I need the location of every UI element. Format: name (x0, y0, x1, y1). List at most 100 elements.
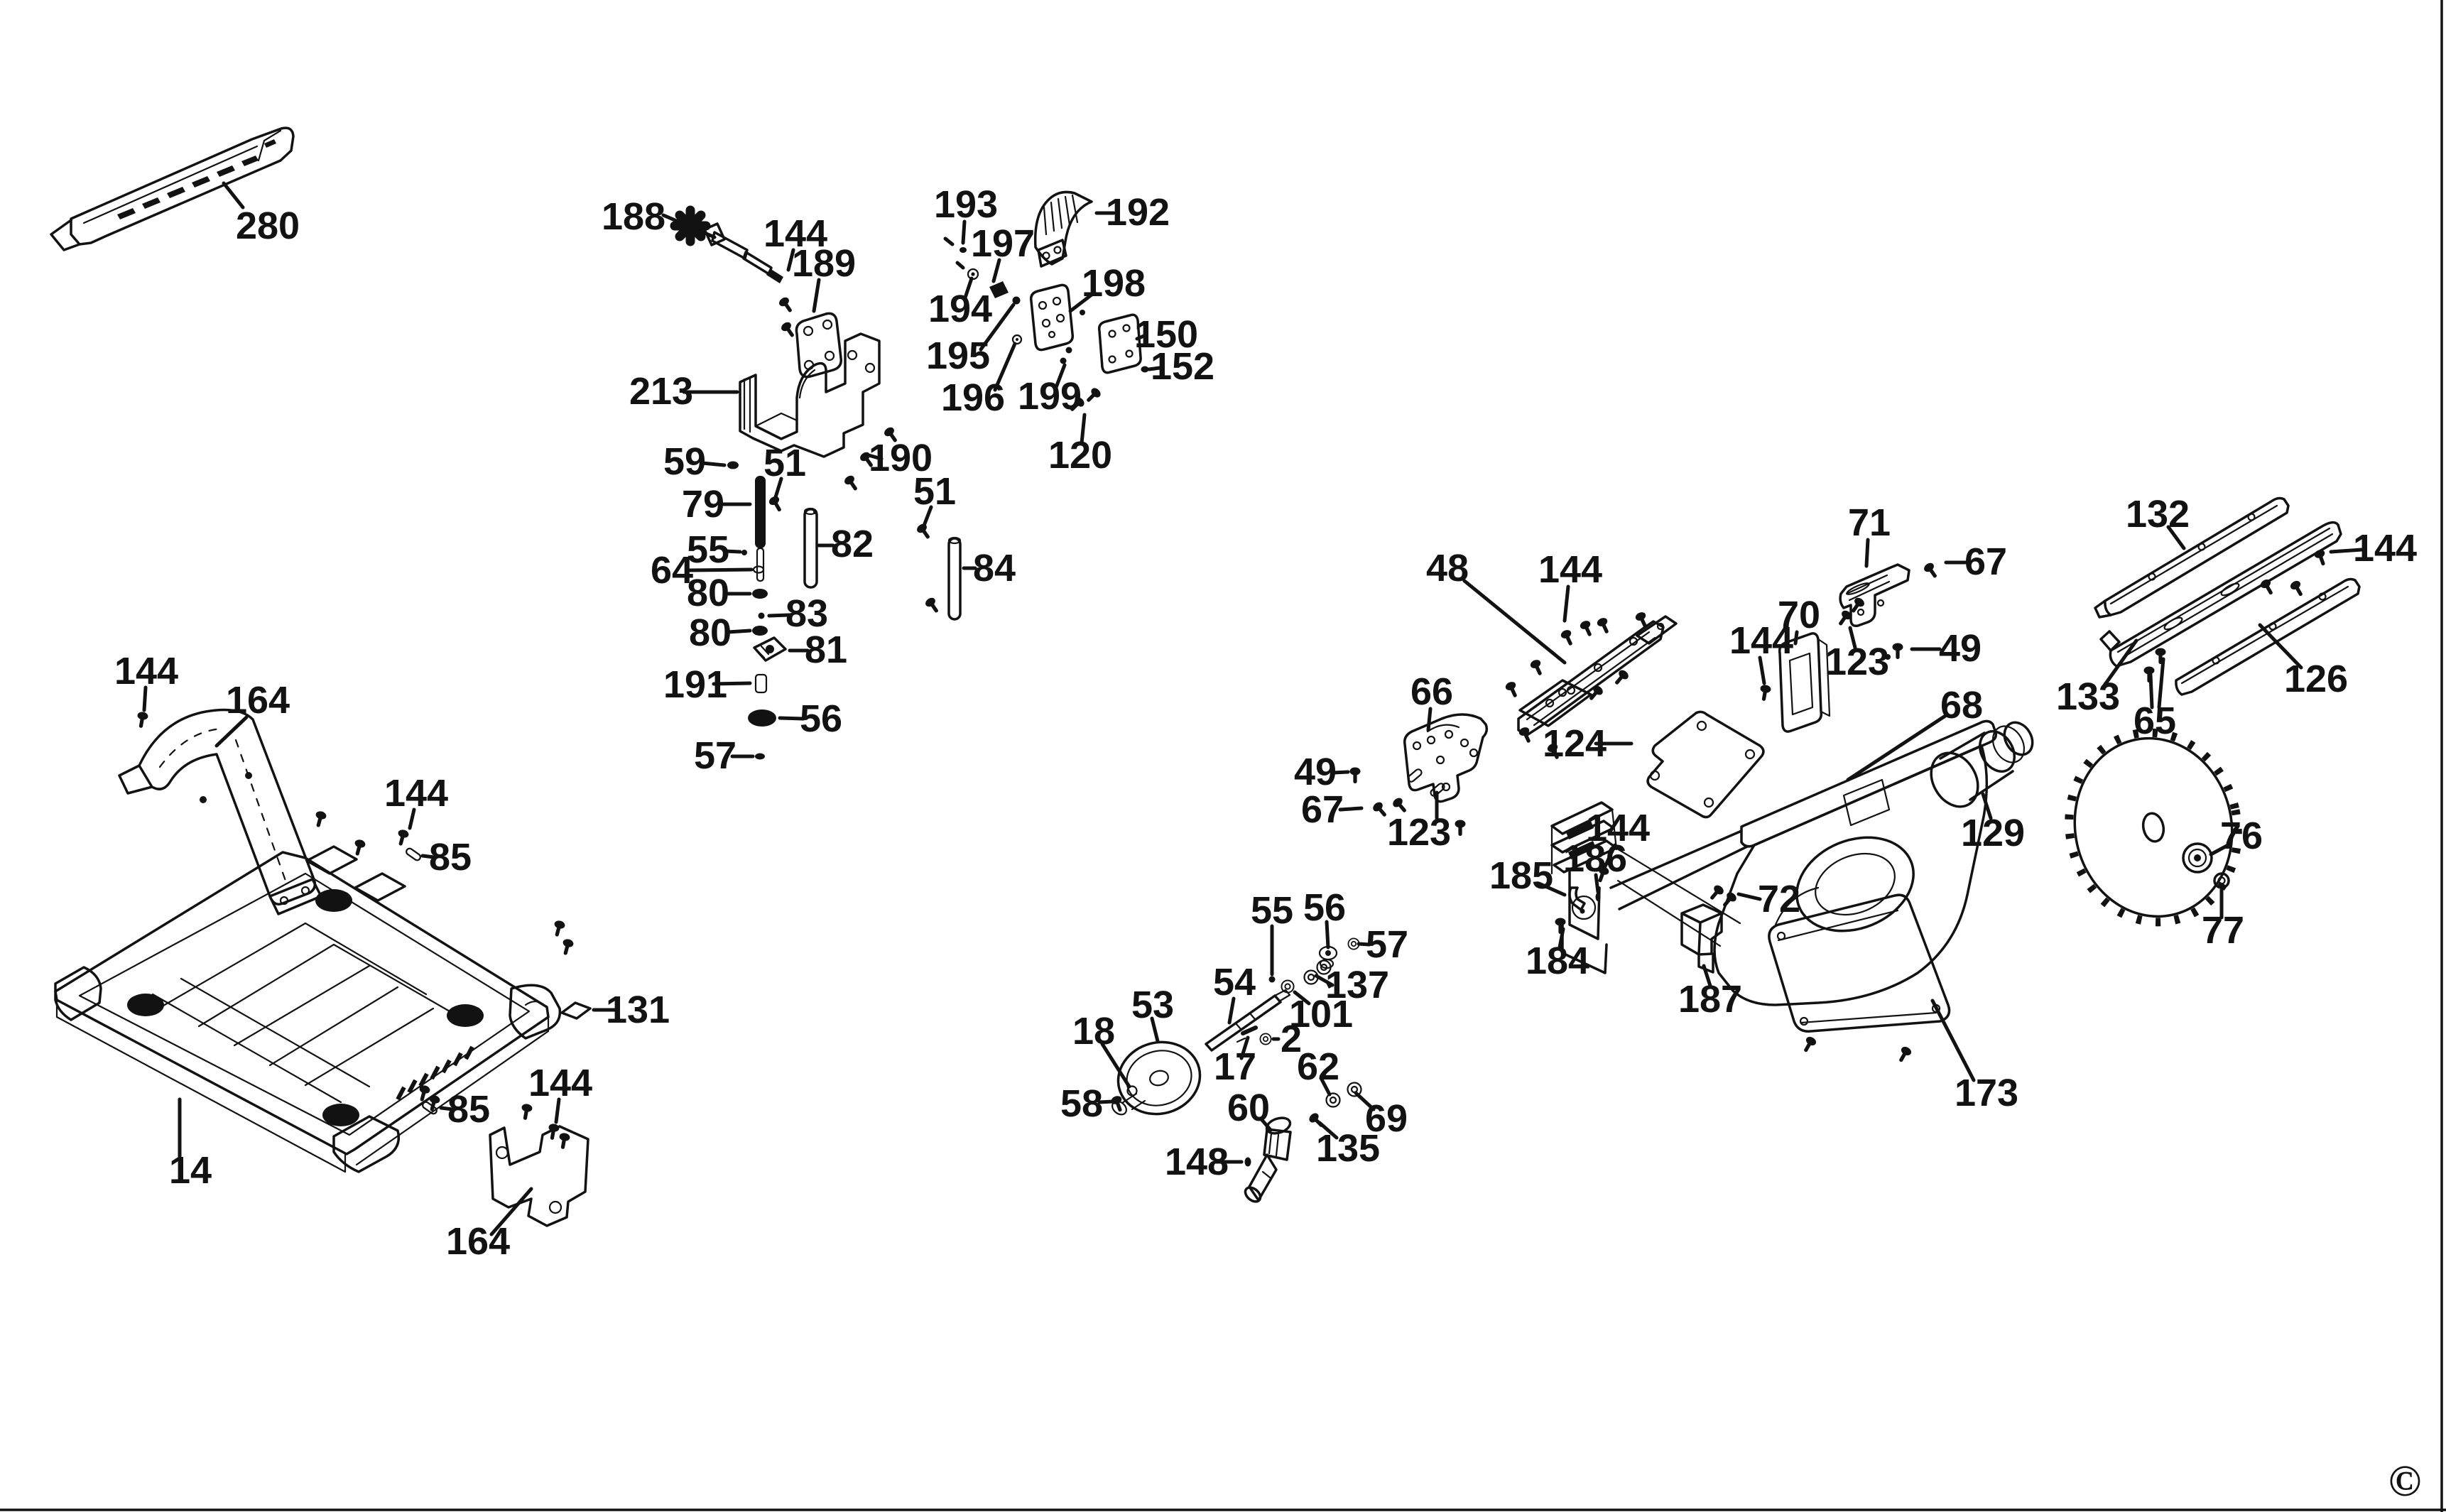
part-189-plate (777, 295, 843, 379)
part-label-49-a: 49 (1294, 751, 1337, 793)
part-label-51-a: 51 (763, 442, 806, 484)
part-label-144-e: 144 (1538, 548, 1602, 591)
part-213-bracket (739, 332, 901, 494)
part-label-57-b: 57 (1366, 923, 1408, 966)
part-label-185: 185 (1489, 854, 1553, 897)
part-label-58: 58 (1060, 1082, 1103, 1125)
part-label-135: 135 (1316, 1127, 1380, 1170)
part-187-block (1680, 903, 1723, 974)
part-label-83: 83 (786, 592, 828, 635)
part-label-77: 77 (2202, 909, 2244, 952)
part-label-57-a: 57 (694, 734, 736, 777)
part-label-85-b: 85 (447, 1088, 490, 1131)
part-label-164-b: 164 (446, 1220, 510, 1263)
part-label-18: 18 (1072, 1010, 1115, 1053)
part-label-53: 53 (1131, 984, 1174, 1026)
part-label-56-a: 56 (800, 697, 842, 740)
part-label-71: 71 (1848, 501, 1891, 544)
part-70-insert-frame (1758, 632, 1831, 733)
part-label-129: 129 (1961, 812, 2025, 854)
part-label-196: 196 (941, 376, 1005, 419)
part-label-144-f: 144 (1729, 619, 1793, 662)
right-rails (2094, 496, 2361, 696)
part-131-pad-and-screws (551, 919, 592, 1020)
part-129-dust-port (1930, 721, 2034, 808)
part-label-2: 2 (1281, 1018, 1302, 1060)
part-label-80-a: 80 (687, 572, 729, 614)
part-label-144-c: 144 (384, 772, 448, 815)
part-label-192: 192 (1106, 191, 1170, 234)
part-labels: 280 188 144 189 213 193 197 192 194 198 … (114, 183, 2417, 1263)
part-150-plate (1097, 313, 1142, 374)
part-label-123-a: 123 (1387, 811, 1451, 854)
part-label-72: 72 (1758, 878, 1800, 920)
part-label-82: 82 (831, 523, 874, 565)
part-label-64: 64 (651, 549, 693, 592)
part-label-84: 84 (973, 547, 1016, 589)
part-label-187: 187 (1678, 978, 1742, 1021)
part-66-bracket (1349, 713, 1489, 836)
part-label-55-b: 55 (1251, 889, 1293, 932)
copyright-symbol: © (2388, 1457, 2421, 1506)
part-label-148: 148 (1165, 1141, 1229, 1183)
part-label-69: 69 (1365, 1097, 1408, 1140)
part-label-70: 70 (1778, 594, 1820, 636)
part-124-plate (1646, 710, 1765, 819)
part-label-101: 101 (1289, 993, 1353, 1035)
part-label-188: 188 (602, 195, 665, 238)
part-label-195: 195 (926, 335, 990, 377)
part-label-198: 198 (1082, 262, 1146, 305)
leader-lines (142, 181, 2364, 1236)
part-14-table-base (54, 845, 562, 1173)
part-label-131: 131 (606, 989, 670, 1031)
part-164-cover (118, 708, 423, 915)
part-173-panel (1768, 893, 1951, 1065)
part-label-152: 152 (1151, 345, 1214, 388)
part-label-120: 120 (1048, 434, 1112, 477)
part-label-67-b: 67 (1964, 540, 2007, 583)
part-label-85-a: 85 (429, 836, 472, 879)
part-label-123-b: 123 (1825, 641, 1889, 683)
part-198-box (1029, 283, 1085, 352)
part-label-194: 194 (928, 288, 992, 330)
part-label-144-g: 144 (1586, 807, 1650, 849)
part-label-79: 79 (682, 483, 724, 526)
part-label-193: 193 (934, 183, 998, 226)
part-48-rail (1504, 610, 1678, 761)
part-label-17: 17 (1214, 1045, 1256, 1088)
part-label-59: 59 (663, 440, 706, 483)
fastener-cluster-193-199 (943, 236, 1149, 415)
part-label-49-b: 49 (1939, 627, 1982, 670)
small-parts-column (727, 461, 962, 760)
part-label-132: 132 (2126, 493, 2190, 535)
part-label-126: 126 (2284, 658, 2348, 700)
part-label-133: 133 (2056, 675, 2120, 718)
part-label-68: 68 (1940, 684, 1983, 727)
part-label-144-d: 144 (528, 1062, 592, 1104)
part-280-rail (50, 126, 295, 251)
part-label-190: 190 (869, 437, 933, 479)
part-label-62: 62 (1297, 1045, 1339, 1088)
part-label-51-b: 51 (913, 470, 956, 513)
part-label-76: 76 (2220, 815, 2263, 857)
saw-blade-assembly (2065, 728, 2242, 927)
part-label-124: 124 (1543, 722, 1607, 765)
part-label-48: 48 (1426, 547, 1469, 589)
part-label-54: 54 (1213, 961, 1256, 1004)
part-label-144-h: 144 (2353, 527, 2417, 570)
part-label-60: 60 (1227, 1087, 1270, 1129)
part-label-137: 137 (1325, 964, 1389, 1006)
part-71-bracket (1835, 561, 1940, 660)
part-label-191: 191 (663, 663, 727, 706)
part-label-144-b: 144 (114, 650, 178, 692)
part-label-55-a: 55 (687, 528, 729, 571)
part-label-199: 199 (1018, 375, 1082, 418)
part-label-56-b: 56 (1303, 886, 1346, 929)
part-label-184: 184 (1526, 940, 1589, 982)
part-label-150: 150 (1134, 313, 1198, 356)
part-label-173: 173 (1955, 1072, 2018, 1114)
part-label-186: 186 (1563, 837, 1627, 880)
